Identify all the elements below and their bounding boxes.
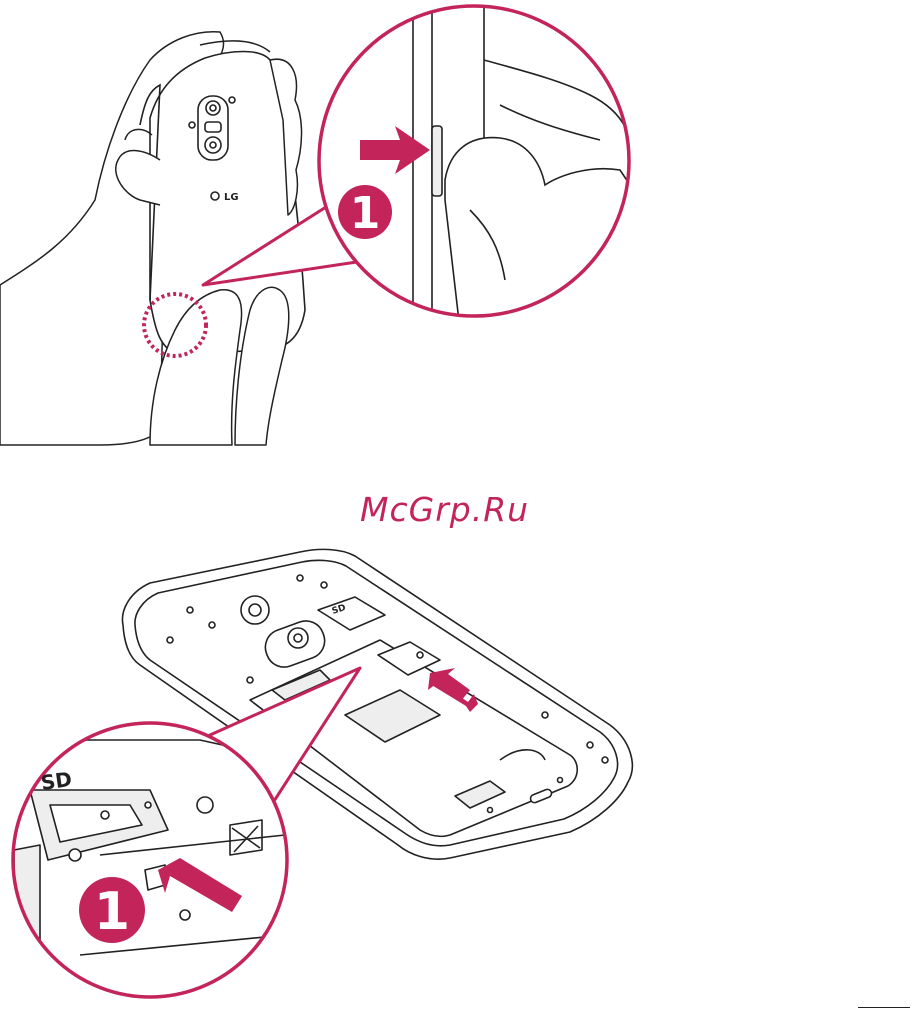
- step-number-badge: 1: [79, 877, 145, 943]
- footer-rule: [858, 1007, 910, 1008]
- sd-slot-label-zoomed: SD: [39, 767, 73, 795]
- step-number-text: 1: [94, 882, 130, 942]
